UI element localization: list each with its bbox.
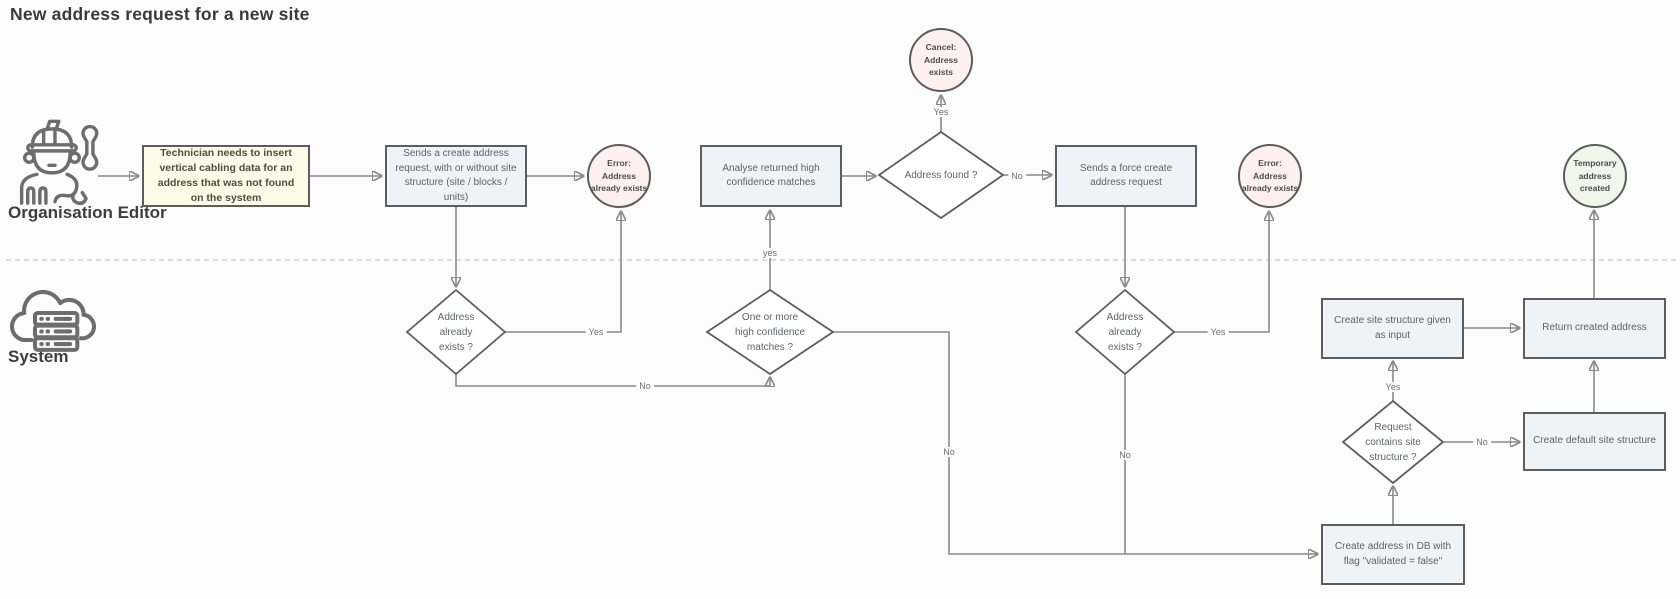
worker-with-wrench-icon bbox=[8, 118, 102, 208]
node-create-default-structure: Create default site structure bbox=[1523, 412, 1666, 471]
edge-label-exists2-yes: Yes bbox=[1207, 327, 1229, 337]
decision-shape-request-contains-site bbox=[1341, 399, 1445, 485]
edge-label-contains-yes: Yes bbox=[1382, 382, 1404, 392]
decision-address-already-exists-1: Address already exists ? bbox=[437, 311, 475, 353]
node-create-site-structure: Create site structure given as input bbox=[1321, 298, 1464, 359]
decision-shape-address-already-exists-2 bbox=[1074, 288, 1176, 376]
edge-label-matches-no: No bbox=[940, 447, 958, 457]
diagram-title: New address request for a new site bbox=[10, 4, 310, 24]
end-error-address-exists-1: Error: Address already exists bbox=[587, 144, 651, 208]
decision-shape-address-found bbox=[877, 130, 1005, 220]
decision-shape-one-or-more-matches bbox=[705, 288, 835, 376]
node-analyse-matches: Analyse returned high confidence matches bbox=[700, 145, 842, 207]
decision-address-already-exists-2: Address already exists ? bbox=[1106, 311, 1144, 353]
node-send-create-request: Sends a create address request, with or … bbox=[385, 145, 527, 207]
decision-request-contains-site: Request contains site structure ? bbox=[1365, 421, 1421, 463]
edge-label-contains-no: No bbox=[1473, 437, 1491, 447]
edge-label-exists2-no: No bbox=[1116, 450, 1134, 460]
end-temporary-address-created: Temporary address created bbox=[1563, 144, 1627, 208]
edge-label-matches-yes: yes bbox=[759, 248, 781, 258]
decision-address-found: Address found ? bbox=[904, 169, 978, 181]
edge-label-found-no: No bbox=[1008, 171, 1026, 181]
end-cancel-address-exists: Cancel: Address exists bbox=[909, 28, 973, 92]
lane-label-organisation-editor: Organisation Editor bbox=[8, 203, 167, 222]
node-technician-need: Technician needs to insert vertical cabl… bbox=[142, 145, 310, 207]
node-return-created-address: Return created address bbox=[1523, 298, 1666, 359]
node-create-address-db: Create address in DB with flag "validate… bbox=[1321, 524, 1465, 585]
edge-label-found-yes: Yes bbox=[930, 107, 952, 117]
decision-shape-address-already-exists-1 bbox=[405, 288, 507, 376]
cloud-server-icon bbox=[8, 282, 98, 362]
decision-one-or-more-matches: One or more high confidence matches ? bbox=[734, 311, 806, 353]
end-error-address-exists-2: Error: Address already exists bbox=[1238, 144, 1302, 208]
edge-label-exists1-yes: Yes bbox=[585, 327, 607, 337]
node-send-force-create: Sends a force create address request bbox=[1055, 145, 1197, 207]
edge-label-exists1-no: No bbox=[636, 381, 654, 391]
